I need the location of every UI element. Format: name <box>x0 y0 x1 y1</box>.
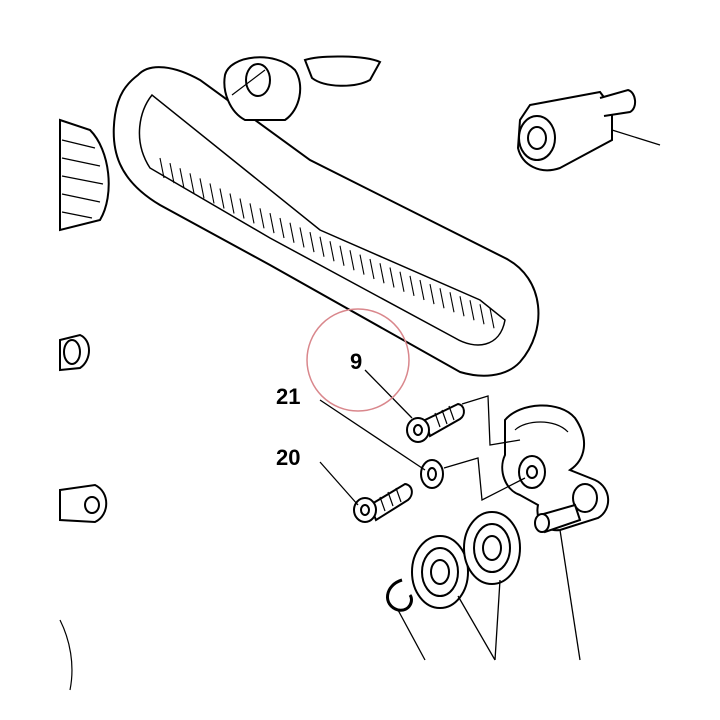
callout-20: 20 <box>276 445 300 470</box>
belt-tooth <box>319 236 325 257</box>
belt-tooth <box>229 193 235 214</box>
idler-stud <box>516 88 661 172</box>
callout-21: 21 <box>276 384 300 409</box>
belt-tooth <box>359 254 365 275</box>
belt-tooth <box>159 157 165 179</box>
belt-tooth <box>299 227 305 248</box>
belt-tooth <box>459 296 465 317</box>
crank-pulley-left <box>59 118 110 232</box>
belt-tooth <box>369 258 375 280</box>
bolt-9 <box>406 402 465 443</box>
belt-tooth <box>249 203 255 224</box>
left-bracket-fragment <box>59 333 108 691</box>
belt-tooth <box>209 183 215 204</box>
belt-tooth <box>279 217 285 239</box>
belt-tooth <box>349 250 355 271</box>
belt-tooth <box>419 279 425 301</box>
belt-tooth <box>399 271 405 292</box>
belt-tooth <box>449 292 455 313</box>
washer-21 <box>420 459 444 489</box>
belt-tooth <box>489 308 495 329</box>
belt-tooth <box>379 263 385 284</box>
bolt-20 <box>353 482 413 523</box>
belt-tooth <box>259 208 265 229</box>
pivot-pin <box>534 503 582 661</box>
belt-tooth <box>339 245 345 266</box>
callout-9: 9 <box>350 349 362 374</box>
belt-teeth <box>159 157 495 329</box>
timing-belt <box>112 66 540 377</box>
highlight-circle <box>306 308 410 412</box>
belt-tooth <box>269 213 275 234</box>
belt-tooth <box>309 231 315 253</box>
leader-lines <box>319 369 526 506</box>
belt-tooth <box>329 241 335 262</box>
belt-tooth <box>469 300 475 321</box>
belt-tooth <box>429 284 435 305</box>
belt-tooth <box>189 173 195 194</box>
belt-tooth <box>289 222 295 243</box>
belt-tooth <box>199 178 205 199</box>
tensioner-bracket <box>501 404 610 532</box>
belt-tooth <box>479 304 485 325</box>
belt-tooth <box>239 198 245 219</box>
belt-tooth <box>439 288 445 309</box>
belt-tooth <box>169 163 175 184</box>
belt-tooth <box>389 267 395 288</box>
bearing-pair <box>411 511 521 661</box>
belt-tooth <box>409 275 415 297</box>
circlip <box>386 578 426 661</box>
belt-tooth <box>179 168 185 189</box>
camshaft-pulley <box>223 55 382 121</box>
belt-tooth <box>219 188 225 209</box>
